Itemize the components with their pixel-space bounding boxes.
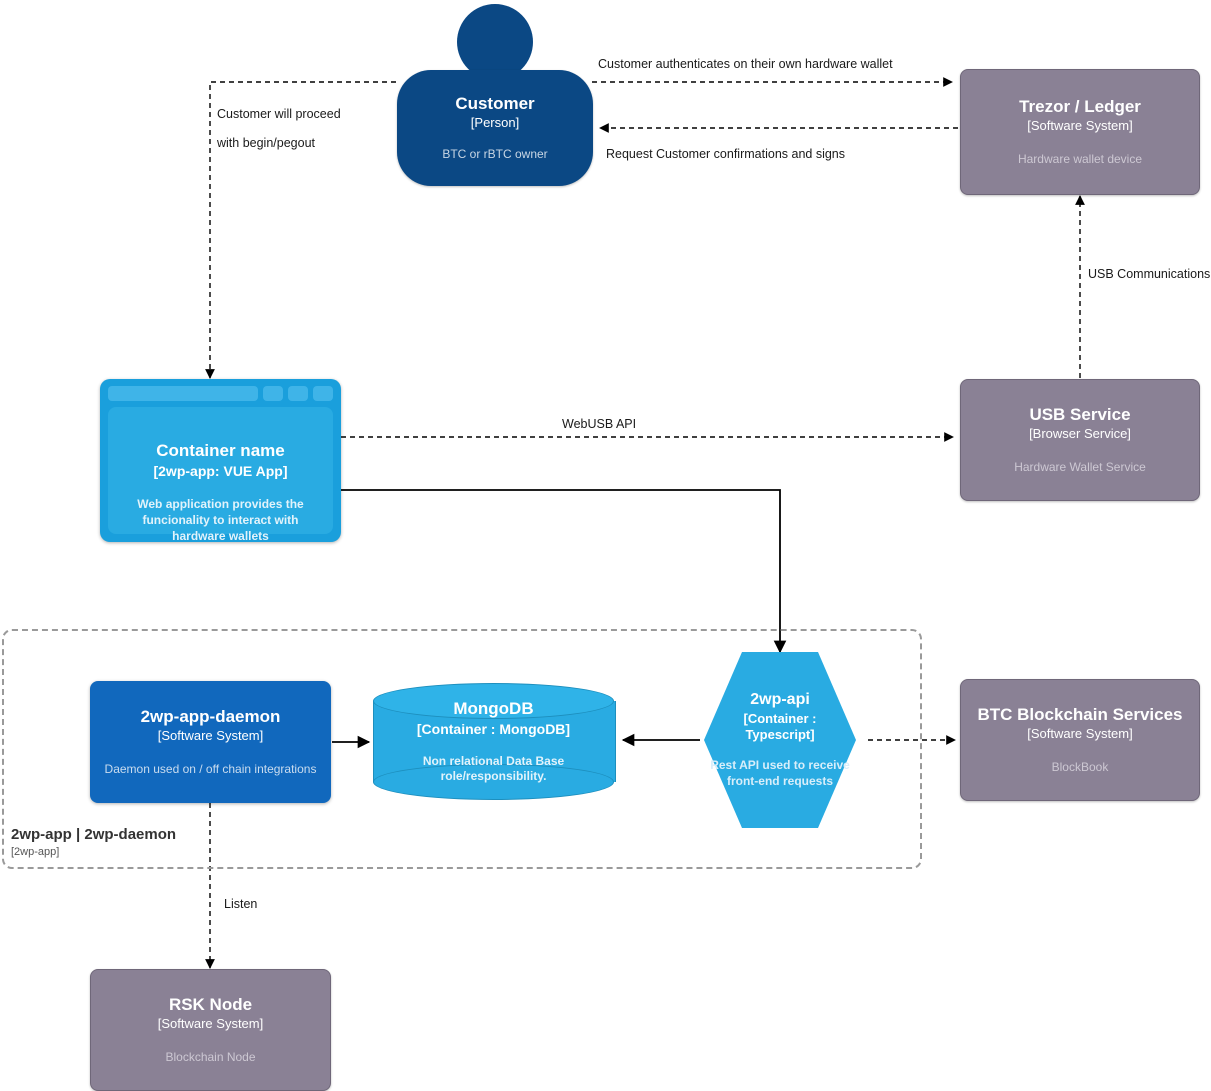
node-usb-service[interactable]: USB Service [Browser Service] Hardware W… — [960, 379, 1200, 501]
node-trezor-ledger-description: Hardware wallet device — [1017, 152, 1143, 167]
node-trezor-ledger-title: Trezor / Ledger — [1019, 96, 1141, 116]
browser-control-icon-1 — [263, 386, 283, 401]
node-rsk-node[interactable]: RSK Node [Software System] Blockchain No… — [90, 969, 331, 1091]
browser-title-bar — [106, 385, 335, 402]
cylinder-bottom — [373, 764, 614, 800]
browser-url-bar-icon — [108, 386, 258, 401]
edge-label-customer-to-trezor: Customer authenticates on their own hard… — [598, 57, 893, 71]
node-customer-description: BTC or rBTC owner — [442, 147, 548, 162]
edge-label-customer-to-vueapp-line1: Customer will proceed — [217, 107, 341, 121]
edge-vueapp-to-api — [341, 489, 787, 654]
person-body: Customer [Person] BTC or rBTC owner — [397, 70, 593, 186]
edge-label-trezor-to-customer: Request Customer confirmations and signs — [606, 147, 846, 161]
node-trezor-ledger-tech: [Software System] — [1027, 118, 1133, 134]
boundary-2wp-app — [2, 629, 922, 869]
node-usb-service-description: Hardware Wallet Service — [1014, 460, 1146, 475]
node-rsk-node-tech: [Software System] — [157, 1016, 264, 1032]
node-mongodb-title: MongoDB — [453, 699, 534, 719]
node-2wp-api-text: 2wp-api [Container : Typescript] Rest AP… — [704, 652, 856, 828]
node-mongodb-tech: [Container : MongoDB] — [416, 720, 571, 737]
node-usb-service-tech: [Browser Service] — [1029, 426, 1131, 442]
node-customer[interactable]: Customer [Person] BTC or rBTC owner — [397, 4, 593, 186]
node-rsk-node-title: RSK Node — [168, 994, 253, 1014]
node-2wp-app-daemon-tech: [Software System] — [157, 728, 264, 744]
node-trezor-ledger[interactable]: Trezor / Ledger [Software System] Hardwa… — [960, 69, 1200, 195]
node-2wp-app-daemon-title: 2wp-app-daemon — [140, 706, 281, 726]
edge-label-vueapp-to-usbservice: WebUSB API — [562, 417, 637, 431]
node-rsk-node-description: Blockchain Node — [165, 1050, 256, 1065]
node-mongodb-description: Non relational Data Base role/responsibi… — [422, 753, 565, 783]
node-customer-tech: [Person] — [470, 115, 520, 131]
node-2wp-app-daemon[interactable]: 2wp-app-daemon [Software System] Daemon … — [90, 681, 331, 803]
node-btc-blockchain-services[interactable]: BTC Blockchain Services [Software System… — [960, 679, 1200, 801]
node-vue-app-description: Web application provides the funcionalit… — [137, 497, 304, 543]
person-head-icon — [457, 4, 533, 80]
node-vue-app[interactable]: Container name [2wp-app: VUE App] Web ap… — [100, 379, 341, 543]
node-vue-app-title: Container name — [156, 441, 285, 460]
node-btc-blockchain-services-description: BlockBook — [1051, 760, 1109, 775]
node-btc-blockchain-services-tech: [Software System] — [1027, 726, 1133, 742]
cylinder-top — [373, 683, 614, 719]
node-2wp-api[interactable]: 2wp-api [Container : Typescript] Rest AP… — [704, 652, 856, 828]
node-btc-blockchain-services-title: BTC Blockchain Services — [977, 704, 1183, 724]
node-2wp-api-description: Rest API used to receive front-end reque… — [710, 758, 850, 788]
boundary-name: 2wp-app | 2wp-daemon — [11, 826, 177, 843]
edge-label-usbservice-to-trezor: USB Communications — [1088, 267, 1211, 281]
browser-content: Container name [2wp-app: VUE App] Web ap… — [108, 407, 333, 543]
boundary-label: 2wp-app | 2wp-daemon [2wp-app] — [11, 826, 176, 858]
node-vue-app-tech: [2wp-app: VUE App] — [153, 462, 288, 479]
node-customer-title: Customer — [455, 93, 535, 113]
node-2wp-api-title: 2wp-api — [750, 690, 810, 708]
node-2wp-app-daemon-description: Daemon used on / off chain integrations — [104, 762, 317, 777]
node-mongodb-text: MongoDB [Container : MongoDB] Non relati… — [373, 683, 614, 800]
node-2wp-api-tech: [Container : Typescript] — [743, 711, 817, 742]
boundary-tech: [2wp-app] — [11, 846, 60, 858]
edge-customer-to-vueapp — [205, 81, 396, 379]
edge-label-daemon-to-rsknode: Listen — [224, 897, 258, 911]
browser-control-icon-2 — [288, 386, 308, 401]
browser-control-icon-3 — [313, 386, 333, 401]
node-usb-service-title: USB Service — [1029, 404, 1131, 424]
edge-label-customer-to-vueapp-line2: with begin/pegout — [217, 136, 315, 150]
node-mongodb[interactable]: MongoDB [Container : MongoDB] Non relati… — [373, 683, 616, 800]
